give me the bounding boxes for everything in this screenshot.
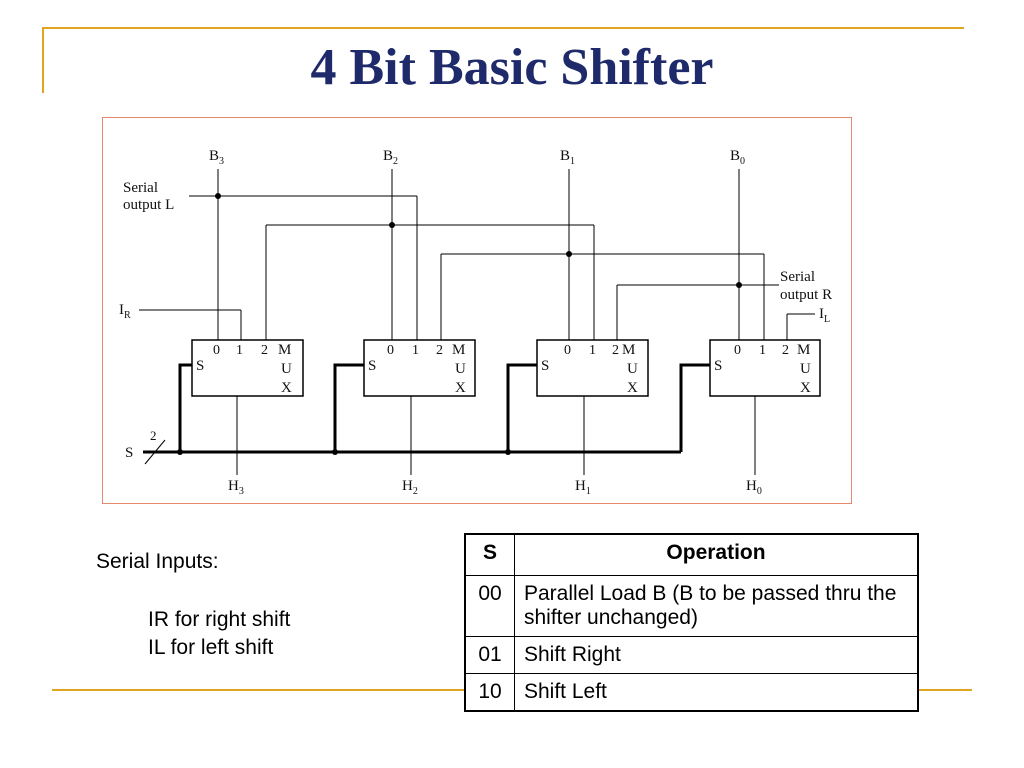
output-label-h0: H0: [746, 478, 762, 497]
mux-in2-label: 2: [782, 343, 789, 358]
il-input-label: IL: [819, 306, 830, 325]
mux-letter-m: M: [797, 342, 810, 358]
cell-operation: Shift Right: [514, 636, 919, 674]
shifter-diagram: S 0 1 2 M U X S 0 1 2 M U X S 0 1 2 M U …: [102, 117, 852, 504]
mux-select-label: S: [541, 358, 549, 374]
table-row: 00 Parallel Load B (B to be passed thru …: [464, 575, 919, 637]
mux-box: [536, 339, 649, 397]
mux-box: [709, 339, 821, 397]
cell-operation: Parallel Load B (B to be passed thru the…: [514, 575, 919, 637]
mux-in1-label: 1: [759, 343, 766, 358]
table-header-row: S Operation: [464, 533, 919, 576]
mux-letter-m: M: [622, 342, 635, 358]
table-row: 10 Shift Left: [464, 673, 919, 712]
input-label-b2: B2: [383, 148, 398, 167]
mux-in1-label: 1: [412, 343, 419, 358]
mux-in2-label: 2: [612, 343, 619, 358]
output-label-h2: H2: [402, 478, 418, 497]
mux-in1-label: 1: [236, 343, 243, 358]
table-row: 01 Shift Right: [464, 636, 919, 674]
mux-in0-label: 0: [213, 343, 220, 358]
left-accent-line: [42, 27, 44, 93]
cell-s: 10: [464, 673, 515, 712]
cell-operation: Shift Left: [514, 673, 919, 712]
mux-box: [191, 339, 304, 397]
mux-box: [363, 339, 476, 397]
serial-inputs-notes: Serial Inputs: IR for right shift IL for…: [96, 550, 290, 662]
mux-letter-u: U: [281, 361, 292, 377]
input-label-b1: B1: [560, 148, 575, 167]
cell-s: 00: [464, 575, 515, 637]
header-s: S: [464, 533, 515, 576]
mux-select-label: S: [196, 358, 204, 374]
mux-in0-label: 0: [387, 343, 394, 358]
serial-output-r-line2: output R: [780, 287, 832, 303]
input-label-b3: B3: [209, 148, 224, 167]
mux-letter-u: U: [455, 361, 466, 377]
mux-letter-x: X: [455, 380, 466, 396]
shifter-circuit-svg: S 0 1 2 M U X S 0 1 2 M U X S 0 1 2 M U …: [119, 148, 832, 497]
header-operation: Operation: [514, 533, 919, 576]
operation-table: S Operation 00 Parallel Load B (B to be …: [464, 533, 919, 712]
input-label-b0: B0: [730, 148, 745, 167]
select-input-label: S: [125, 445, 133, 461]
mux-letter-m: M: [278, 342, 291, 358]
serial-input-item: IR for right shift: [148, 608, 291, 631]
mux-letter-x: X: [627, 380, 638, 396]
mux-select-label: S: [368, 358, 376, 374]
cell-s: 01: [464, 636, 515, 674]
top-accent-line: [42, 27, 964, 29]
serial-output-l-line1: Serial: [123, 180, 158, 196]
mux-letter-u: U: [800, 361, 811, 377]
mux-in0-label: 0: [734, 343, 741, 358]
serial-inputs-heading: Serial Inputs:: [96, 550, 219, 573]
mux-letter-x: X: [281, 380, 292, 396]
serial-output-r-line1: Serial: [780, 269, 815, 285]
mux-in2-label: 2: [261, 343, 268, 358]
serial-input-item: IL for left shift: [148, 636, 274, 659]
mux-letter-m: M: [452, 342, 465, 358]
serial-output-l-line2: output L: [123, 197, 174, 213]
output-label-h1: H1: [575, 478, 591, 497]
mux-letter-u: U: [627, 361, 638, 377]
ir-input-label: IR: [119, 302, 131, 321]
mux-in0-label: 0: [564, 343, 571, 358]
mux-select-label: S: [714, 358, 722, 374]
slide-title: 4 Bit Basic Shifter: [310, 39, 714, 96]
select-bus-width: 2: [150, 428, 157, 443]
output-label-h3: H3: [228, 478, 244, 497]
mux-in1-label: 1: [589, 343, 596, 358]
mux-in2-label: 2: [436, 343, 443, 358]
mux-letter-x: X: [800, 380, 811, 396]
